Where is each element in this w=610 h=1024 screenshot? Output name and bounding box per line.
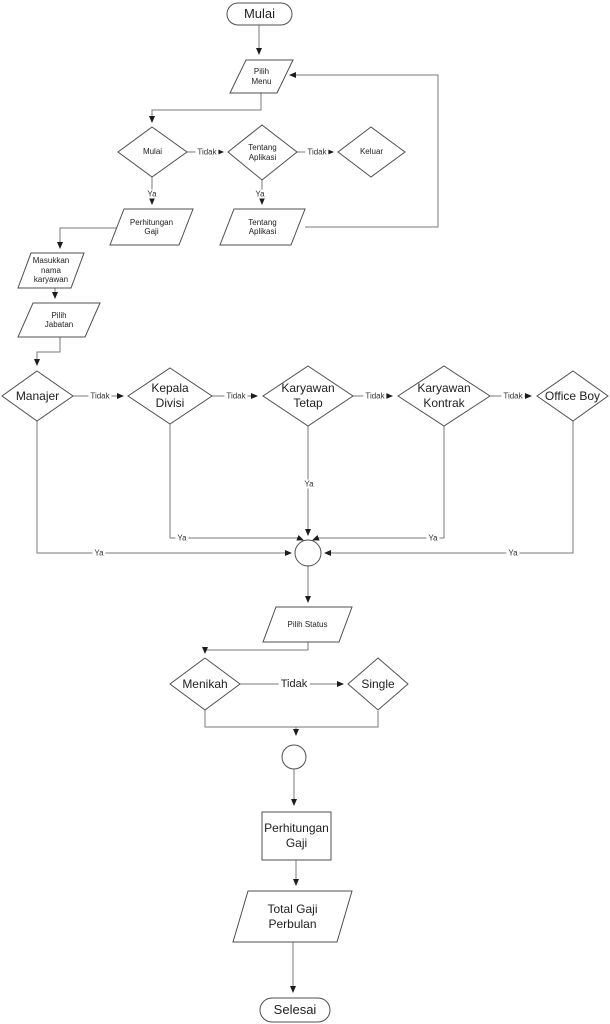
node-label-pilih-status: Pilih Status [287,619,328,629]
node-label-menikah: Menikah [182,676,228,691]
keluar-decision-shape [337,126,406,178]
total-gaji-io-shape [232,890,353,943]
node-label-mulai-decision: Mulai [142,147,163,157]
tentang-aplikasi-decision-shape [227,124,298,181]
edge-pilihmenu-mulai [149,93,262,123]
tentang-aplikasi-io-shape [219,208,306,246]
edge-label-manajer-tidak: Tidak [88,391,112,401]
node-label-end: Selesai [273,1002,317,1018]
pilih-status-io-shape [262,606,353,643]
edge-label-tentang-ya: Ya [253,189,267,199]
edge-office-connector1 [324,421,574,556]
start-terminator-shape [226,2,293,26]
edge-label-kepala-ya: Ya [175,533,189,543]
perhitungan-gaji-process-shape [261,811,332,861]
karyawan-kontrak-decision-shape [397,365,491,427]
mulai-decision-shape [117,126,188,178]
edge-kontrak-connector1 [312,426,445,541]
edge-menikah-single-merge [204,710,379,728]
node-label-keluar-decision: Keluar [359,147,384,157]
node-label-masukkan-nama: Masukkan nama karyawan [32,256,70,285]
node-label-start: Mulai [243,6,276,22]
edge-label-mulai-ya: Ya [145,189,159,199]
connector-1-shape [294,539,322,567]
kepala-divisi-decision-shape [127,367,213,425]
menikah-decision-shape [169,657,241,711]
node-label-tentang-decision: Tentang Aplikasi [248,143,277,162]
edge-label-tentang-tidak: Tidak [305,147,329,157]
pilih-menu-io-shape [229,59,294,94]
office-boy-decision-shape [536,370,609,422]
node-label-pilih-jabatan: Pilih Jabatan [44,310,74,329]
edge-tentangio-pilihmenu-loop [289,72,439,228]
node-label-karyawan-tetap: Karyawan Tetap [281,381,335,410]
edge-status-menikah [202,642,309,654]
edge-label-tetap-tidak: Tidak [363,391,387,401]
node-label-pilih-menu: Pilih Menu [251,67,272,86]
connector-2-shape [281,744,307,770]
node-label-tentang-io: Tentang Aplikasi [248,217,277,236]
manajer-decision-shape [1,370,74,422]
edge-label-mulai-tidak: Tidak [195,147,219,157]
perhitungan-gaji-io-shape [109,208,194,246]
single-decision-shape [347,657,409,711]
pilih-jabatan-io-shape [17,302,101,338]
node-label-total-gaji: Total Gaji Perbulan [267,901,318,931]
masukkan-nama-io-shape [17,252,85,289]
node-label-karyawan-kontrak: Karyawan Kontrak [417,381,471,410]
edge-perhitungan-masukkan [57,227,117,249]
edge-label-kontrak-ya: Ya [426,533,440,543]
edge-manajer-connector1 [36,421,292,556]
edge-label-office-ya: Ya [506,548,520,558]
node-label-kepala-divisi: Kepala Divisi [151,381,189,410]
node-label-office-boy: Office Boy [544,388,601,403]
edge-label-kepala-tidak: Tidak [224,391,248,401]
edge-label-kontrak-tidak: Tidak [501,391,525,401]
karyawan-tetap-decision-shape [262,365,354,427]
end-terminator-shape [259,997,331,1023]
edge-jabatan-manajer [34,337,61,366]
edge-label-menikah-tidak: Tidak [278,678,310,690]
edge-label-manajer-ya: Ya [92,548,106,558]
node-label-manajer: Manajer [15,388,60,403]
node-label-perhitungan-process: Perhitungan Gaji [264,821,329,850]
edge-kepala-connector1 [169,424,304,541]
node-label-perhitungan-io: Perhitungan Gaji [129,217,174,236]
node-label-single: Single [361,676,395,691]
edge-label-tetap-ya: Ya [302,479,316,489]
